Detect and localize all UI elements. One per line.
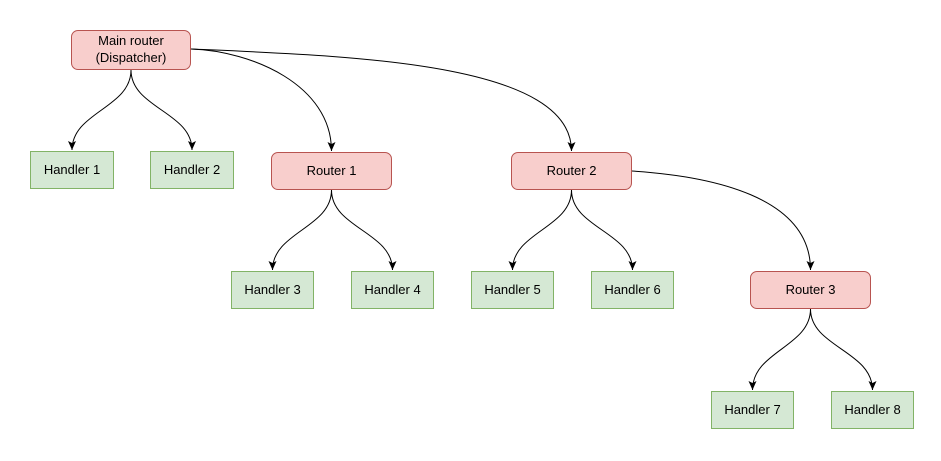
edge-router-3-to-handler-7 xyxy=(748,308,811,391)
edge-main-router-to-router-2 xyxy=(190,48,576,152)
node-handler-3: Handler 3 xyxy=(231,271,314,309)
node-label: Handler 6 xyxy=(604,281,661,297)
node-handler-2: Handler 2 xyxy=(150,151,234,189)
node-router-1: Router 1 xyxy=(271,152,392,190)
node-main-router: Main router (Dispatcher) xyxy=(71,30,191,70)
node-handler-4: Handler 4 xyxy=(351,271,434,309)
node-label: Handler 4 xyxy=(364,281,421,297)
edge-router-2-to-handler-5 xyxy=(508,189,572,271)
node-label: Handler 7 xyxy=(724,401,781,417)
edge-router-3-to-handler-8 xyxy=(810,308,877,391)
node-router-3: Router 3 xyxy=(750,271,871,309)
edge-main-router-to-router-1 xyxy=(190,48,336,152)
node-handler-1: Handler 1 xyxy=(30,151,114,189)
node-label: Main router (Dispatcher) xyxy=(95,33,167,65)
edge-router-2-to-handler-6 xyxy=(571,189,637,271)
node-handler-8: Handler 8 xyxy=(831,391,914,429)
node-label: Router 1 xyxy=(306,162,357,178)
node-label: Handler 3 xyxy=(244,281,301,297)
node-label: Handler 8 xyxy=(844,401,901,417)
node-label: Router 2 xyxy=(546,162,597,178)
edge-router-1-to-handler-3 xyxy=(268,189,332,271)
edge-router-1-to-handler-4 xyxy=(331,189,397,271)
node-handler-6: Handler 6 xyxy=(591,271,674,309)
edge-router-2-to-router-3 xyxy=(631,170,815,271)
edge-main-router-to-handler-2 xyxy=(130,69,196,151)
node-label: Handler 2 xyxy=(163,161,221,177)
node-handler-5: Handler 5 xyxy=(471,271,554,309)
node-router-2: Router 2 xyxy=(511,152,632,190)
node-label: Handler 1 xyxy=(43,161,101,177)
node-handler-7: Handler 7 xyxy=(711,391,794,429)
node-label: Handler 5 xyxy=(484,281,541,297)
edge-main-router-to-handler-1 xyxy=(68,69,132,151)
node-label: Router 3 xyxy=(785,281,836,297)
